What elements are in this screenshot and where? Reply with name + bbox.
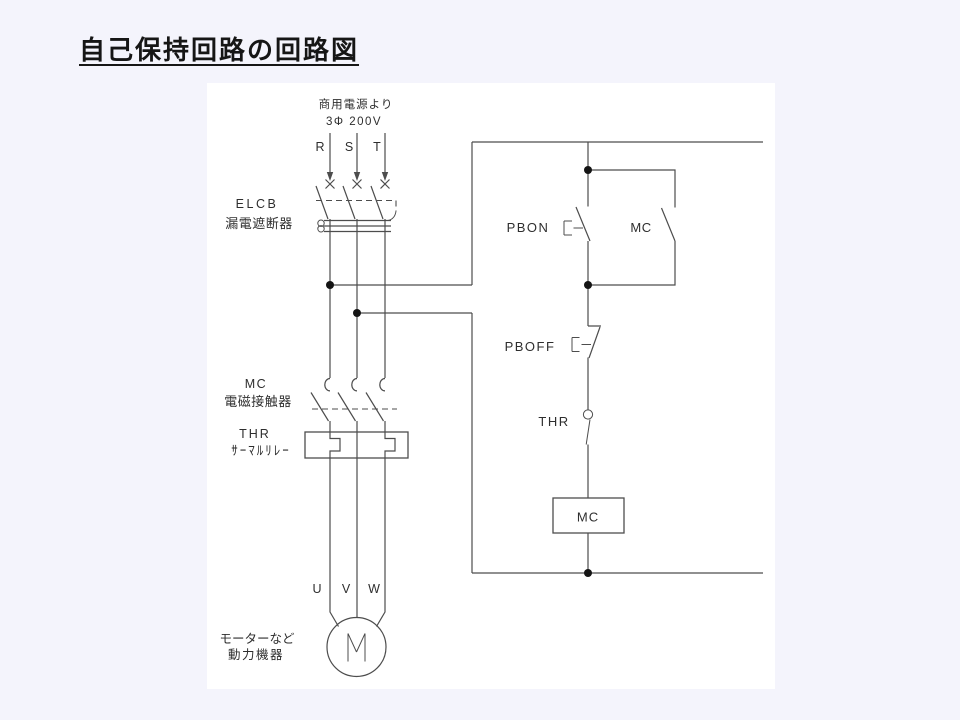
mc-aux-contact-symbol: MC [588,169,676,286]
phase-label-s: S [345,140,353,154]
mc-main-contacts-symbol: MC 電磁接触器 [224,377,397,432]
motor-feed-lines [329,458,386,627]
mc-aux-label: MC [630,220,651,235]
elcb-name-label: ELCB [236,197,279,211]
thr-contact-label: THR [538,414,569,429]
coil-loop [317,225,325,233]
junction-dot [326,281,334,289]
thr-desc-label: ｻｰﾏﾙﾘﾚｰ [231,443,291,458]
arrow-down-icon [326,172,334,181]
pboff-switch-symbol: PBOFF [505,325,601,359]
phase-label-r: R [315,140,324,154]
mc-coil-label: MC [577,510,599,525]
mc-coil-symbol: MC [552,497,625,534]
motor-desc-label-1: モーターなど [219,632,295,646]
terminal-label-w: W [368,582,380,596]
elcb-desc-label: 漏電遮断器 [225,216,293,231]
terminal-label-v: V [342,582,351,596]
junction-dot [584,569,592,577]
page-title: 自己保持回路の回路図 [79,35,360,65]
arrow-down-icon [353,172,361,181]
phase-conductors [329,219,386,378]
motor-symbol: モーターなど 動力機器 [219,616,387,678]
junction-dot [584,166,592,174]
arrow-down-icon [381,172,389,181]
motor-desc-label-2: 動力機器 [228,647,284,662]
control-tap-lines [330,284,472,314]
thr-contact-symbol: THR [538,409,594,445]
diagram-panel [207,83,775,689]
mc-name-label: MC [245,377,267,391]
control-circuit: PBON MC PBOFF THR MC [471,141,763,577]
thermal-relay-symbol: THR ｻｰﾏﾙﾘﾚｰ [231,427,409,459]
junction-dot [584,281,592,289]
pbon-switch-symbol: PBON [507,206,591,242]
terminal-label-u: U [312,582,321,596]
source-label-line1: 商用電源より [319,97,394,111]
junction-dot [353,309,361,317]
elcb-breaker-symbol: ELCB 漏電遮断器 [225,185,397,233]
coil-loop [317,219,325,227]
source-label-line2: 3Φ 200V [326,116,382,128]
pboff-label: PBOFF [505,339,556,354]
mc-desc-label: 電磁接触器 [224,394,292,409]
pbon-label: PBON [507,220,550,235]
phase-label-t: T [373,140,381,154]
thr-name-label: THR [239,427,271,441]
terminal-x-icons [325,179,390,189]
motor-m-glyph [347,633,366,662]
power-source: 商用電源より 3Φ 200V R S T [315,97,394,189]
